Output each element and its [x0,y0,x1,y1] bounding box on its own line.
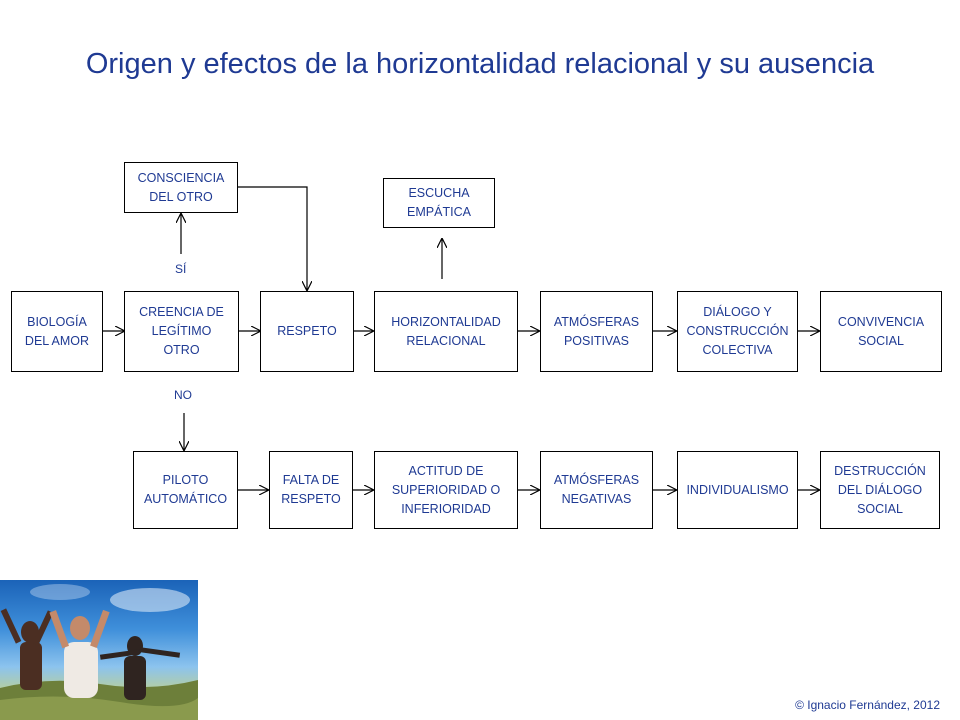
box-escucha-empatica: ESCUCHA EMPÁTICA [383,178,495,228]
people-outdoors-photo [0,580,198,720]
arrow-consciencia-respeto [238,186,307,290]
box-creencia-legitimo-otro: CREENCIA DE LEGÍTIMO OTRO [124,291,239,372]
box-convivencia-social: CONVIVENCIA SOCIAL [820,291,942,372]
box-respeto: RESPETO [260,291,354,372]
box-individualismo: INDIVIDUALISMO [677,451,798,529]
box-atmosferas-negativas: ATMÓSFERAS NEGATIVAS [540,451,653,529]
box-biologia-del-amor: BIOLOGÍA DEL AMOR [11,291,103,372]
box-piloto-automatico: PILOTO AUTOMÁTICO [133,451,238,529]
box-dialogo-construccion-colectiva: DIÁLOGO Y CONSTRUCCIÓN COLECTIVA [677,291,798,372]
copyright-text: © Ignacio Fernández, 2012 [795,698,940,712]
box-consciencia-del-otro: CONSCIENCIA DEL OTRO [124,162,238,213]
box-falta-de-respeto: FALTA DE RESPETO [269,451,353,529]
box-atmosferas-positivas: ATMÓSFERAS POSITIVAS [540,291,653,372]
box-horizontalidad-relacional: HORIZONTALIDAD RELACIONAL [374,291,518,372]
box-actitud-superioridad-inferioridad: ACTITUD DE SUPERIORIDAD O INFERIORIDAD [374,451,518,529]
label-si: SÍ [175,262,187,276]
page-title: Origen y efectos de la horizontalidad re… [85,48,875,80]
label-no: NO [174,388,192,402]
box-destruccion-del-dialogo-social: DESTRUCCIÓN DEL DIÁLOGO SOCIAL [820,451,940,529]
